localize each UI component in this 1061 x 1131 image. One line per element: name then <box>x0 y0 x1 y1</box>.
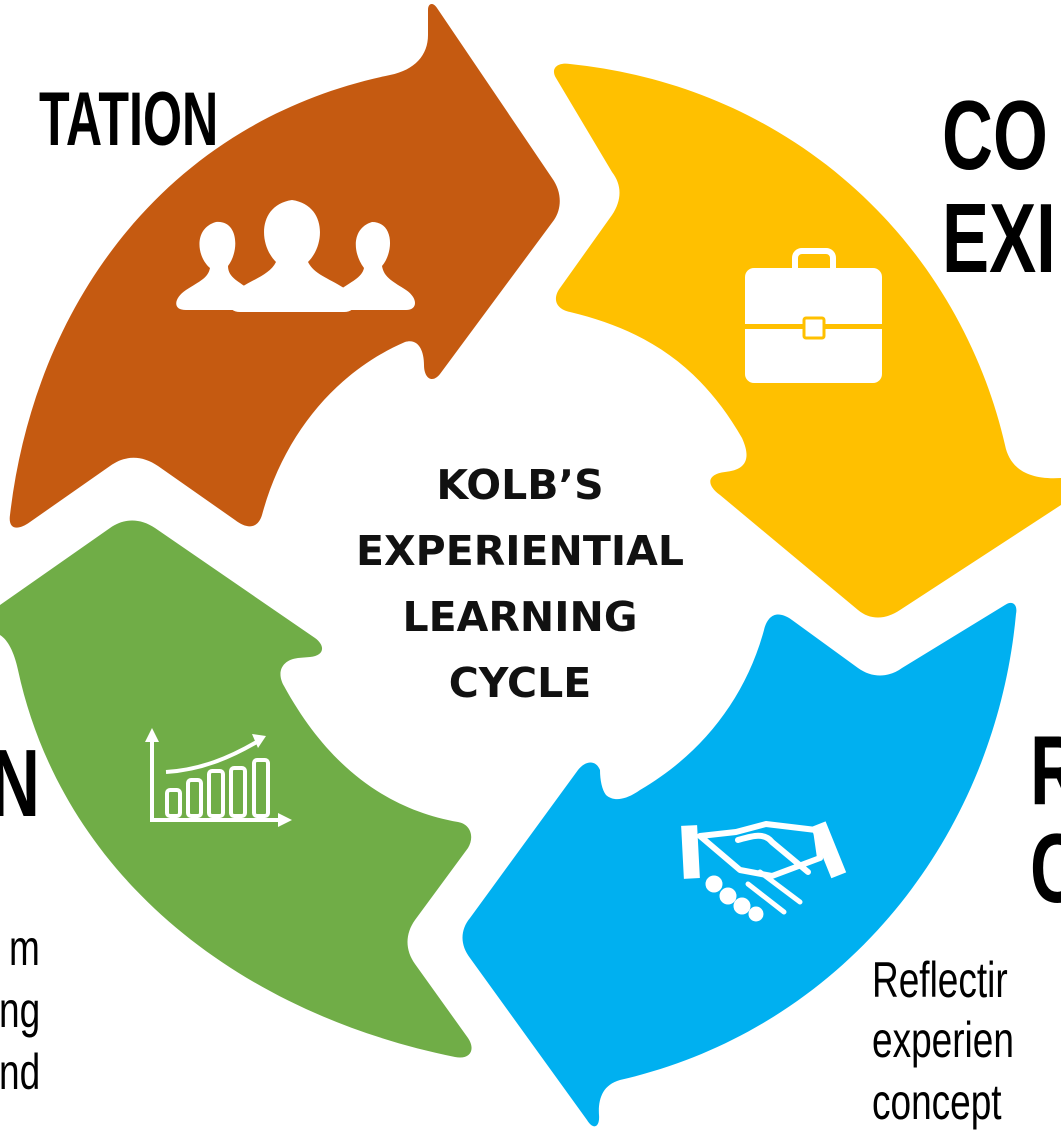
growth-chart-icon <box>145 728 292 827</box>
blue-arrow <box>462 602 1017 1127</box>
title-line-2: EXPERIENTIAL <box>356 527 684 575</box>
bottom-left-desc-line-2: ng <box>0 982 41 1038</box>
top-right-heading-line-2: EXI <box>942 183 1056 293</box>
title-line-4: CYCLE <box>448 659 592 707</box>
bottom-right-heading-line-2: C <box>1030 818 1061 918</box>
title-line-3: LEARNING <box>402 593 638 641</box>
green-arrow <box>0 520 472 1058</box>
cycle-title: KOLB’S EXPERIENTIAL LEARNING CYCLE <box>310 452 730 716</box>
briefcase-icon <box>745 248 882 383</box>
bottom-right-desc-line-2: experien <box>872 1012 1014 1068</box>
bottom-right-desc-line-1: Reflectir <box>872 952 1008 1008</box>
top-left-heading: TATION <box>38 77 218 162</box>
handshake-icon <box>681 821 847 922</box>
bottom-left-desc-line-1: m <box>9 920 40 976</box>
bottom-right-desc-line-3: concept <box>872 1074 1002 1130</box>
people-group-icon <box>176 200 415 312</box>
bottom-left-heading: N <box>0 734 40 834</box>
bottom-left-desc-line-3: nd <box>0 1044 41 1100</box>
bottom-right-heading-line-1: R <box>1030 720 1061 820</box>
title-line-1: KOLB’S <box>436 461 604 509</box>
top-right-heading-line-1: CO <box>942 80 1048 190</box>
